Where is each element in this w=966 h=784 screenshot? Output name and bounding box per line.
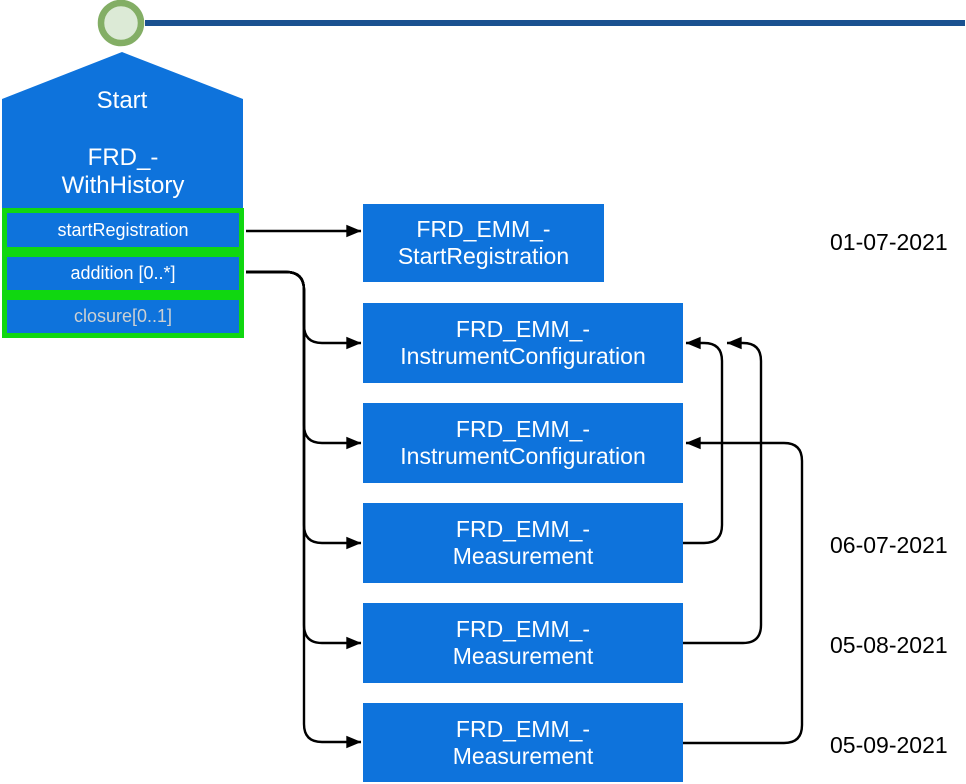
date-label-1: 01-07-2021 — [830, 229, 948, 255]
event-box-line2: Measurement — [452, 742, 594, 769]
event-box-line1: FRD_EMM_- — [455, 616, 591, 642]
start-pentagon — [2, 52, 243, 209]
event-box-startregistration: FRD_EMM_- StartRegistration — [363, 204, 604, 282]
date-label-4: 05-09-2021 — [830, 732, 948, 758]
start-node-type-name: FRD_- WithHistory — [2, 144, 244, 200]
start-marker-circle — [97, 0, 145, 47]
port-addition: addition [0..*] — [2, 252, 244, 295]
event-box-line2: StartRegistration — [397, 243, 570, 269]
start-node-title: Start — [96, 87, 148, 114]
event-box-measurement-1: FRD_EMM_- Measurement — [363, 503, 683, 583]
port-startregistration: startRegistration — [2, 208, 244, 252]
start-node-type-line2: WithHistory — [61, 172, 185, 199]
event-box-line1: FRD_EMM_- — [455, 416, 591, 442]
event-box-line1: FRD_EMM_- — [416, 216, 551, 242]
timeline-line — [145, 20, 965, 26]
port-startregistration-label: startRegistration — [57, 219, 189, 240]
date-label-2: 06-07-2021 — [830, 532, 948, 558]
event-box-line2: InstrumentConfiguration — [400, 443, 646, 469]
date-label-3: 05-08-2021 — [830, 632, 948, 658]
event-box-line1: FRD_EMM_- — [455, 516, 591, 542]
event-box-instrumentconfiguration-1: FRD_EMM_- InstrumentConfiguration — [363, 303, 683, 383]
connector-addition-to-measurement3 — [246, 270, 362, 749]
event-box-line2: InstrumentConfiguration — [400, 343, 646, 369]
event-box-line2: Measurement — [452, 543, 594, 569]
event-box-instrumentconfiguration-2: FRD_EMM_- InstrumentConfiguration — [363, 403, 683, 483]
event-box-line1: FRD_EMM_- — [455, 715, 591, 742]
port-addition-label: addition [0..*] — [70, 263, 176, 283]
start-node-type-line1: FRD_- — [87, 144, 159, 171]
connector-measurement3-to-config2 — [683, 436, 804, 745]
event-box-line2: Measurement — [452, 643, 594, 669]
event-box-measurement-2: FRD_EMM_- Measurement — [363, 603, 683, 683]
event-box-line1: FRD_EMM_- — [455, 316, 591, 342]
port-closure: closure[0..1] — [2, 295, 244, 338]
port-closure-label: closure[0..1] — [73, 306, 173, 326]
connector-measurement2-to-config1 — [683, 336, 763, 645]
event-box-measurement-3: FRD_EMM_- Measurement — [363, 703, 683, 782]
